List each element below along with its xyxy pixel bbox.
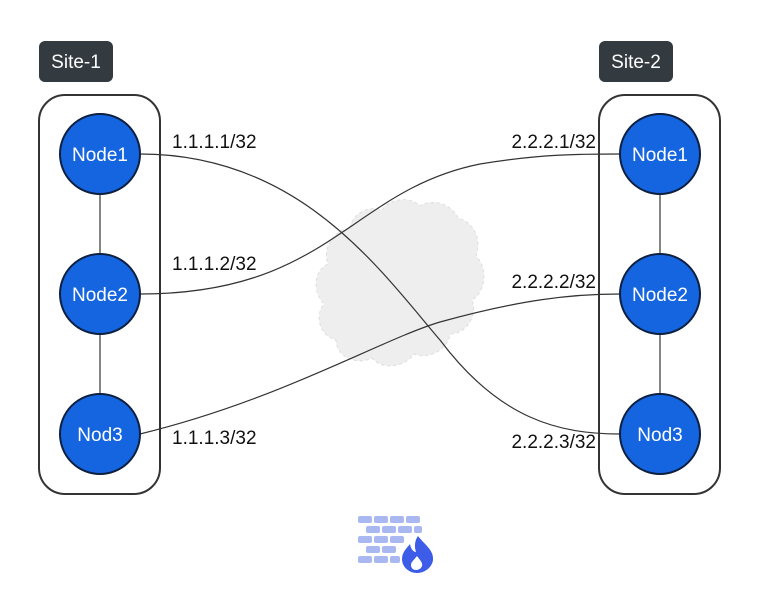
site-2-node-3[interactable]: Nod3 (619, 393, 701, 475)
node-label: Node1 (72, 145, 128, 166)
site-1-label-text: Site-1 (51, 52, 101, 73)
link-site1-node1-to-site2-nod3 (139, 153, 621, 435)
node-label: Node2 (72, 285, 128, 306)
link-site1-node2-to-site2-node1 (139, 153, 621, 295)
site-1-container (38, 94, 161, 495)
cloud-icon (315, 199, 485, 367)
ip-label-site2-node2: 2.2.2.2/32 (511, 272, 596, 293)
site-1-node-3[interactable]: Nod3 (59, 393, 141, 475)
ip-label-site1-node2: 1.1.1.2/32 (172, 254, 257, 275)
link-site1-nod3-to-site2-node2 (139, 293, 621, 435)
node-label: Node2 (632, 285, 688, 306)
site-1-label: Site-1 (39, 41, 113, 82)
site-1-node-2[interactable]: Node2 (59, 253, 141, 335)
site-2-node-2[interactable]: Node2 (619, 253, 701, 335)
firewall-icon (358, 516, 434, 573)
node-label: Nod3 (637, 425, 682, 446)
site-1-node-1[interactable]: Node1 (59, 113, 141, 195)
site-2-label: Site-2 (599, 41, 673, 82)
node-label: Node1 (632, 145, 688, 166)
node-label: Nod3 (77, 425, 122, 446)
site-2-node-1[interactable]: Node1 (619, 113, 701, 195)
ip-label-site2-node1: 2.2.2.1/32 (511, 132, 596, 153)
site-2-label-text: Site-2 (611, 52, 661, 73)
ip-label-site1-node3: 1.1.1.3/32 (172, 428, 257, 449)
ip-label-site2-node3: 2.2.2.3/32 (511, 432, 596, 453)
ip-label-site1-node1: 1.1.1.1/32 (172, 132, 257, 153)
